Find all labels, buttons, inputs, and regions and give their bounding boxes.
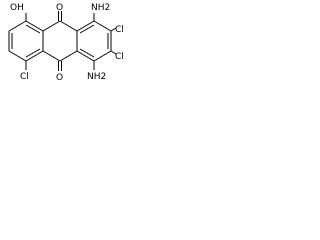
bond	[93, 50, 112, 62]
bond-lines	[8, 11, 117, 71]
bond	[25, 50, 44, 62]
bond	[59, 50, 78, 62]
cl-top-right-label: Cl	[115, 25, 124, 35]
structure-drawing: OH O NH2 Cl Cl O Cl NH2	[8, 3, 124, 83]
bond	[59, 20, 78, 32]
nh2-bottom-label: NH2	[87, 72, 106, 82]
oh-label: OH	[10, 3, 24, 13]
nh2-top-label: NH2	[91, 3, 110, 13]
carbonyl-o-top-label: O	[56, 3, 63, 13]
cl-bond	[110, 27, 117, 32]
bond	[76, 20, 95, 32]
carbonyl-o-bottom-label: O	[56, 73, 63, 83]
cl-left-label: Cl	[20, 72, 29, 82]
bond-inner	[79, 48, 95, 58]
bond	[8, 20, 27, 32]
cl-bottom-right-label: Cl	[115, 52, 124, 62]
bond	[42, 50, 61, 62]
bond	[42, 20, 61, 32]
cl-bond	[110, 50, 117, 55]
molecule-canvas: OH O NH2 Cl Cl O Cl NH2	[0, 0, 130, 96]
bond	[93, 20, 112, 32]
bond-inner	[25, 48, 41, 58]
bond	[76, 50, 95, 62]
bond-inner	[79, 24, 95, 34]
bond-inner	[25, 24, 41, 34]
bond	[25, 20, 44, 32]
bond	[8, 50, 27, 62]
